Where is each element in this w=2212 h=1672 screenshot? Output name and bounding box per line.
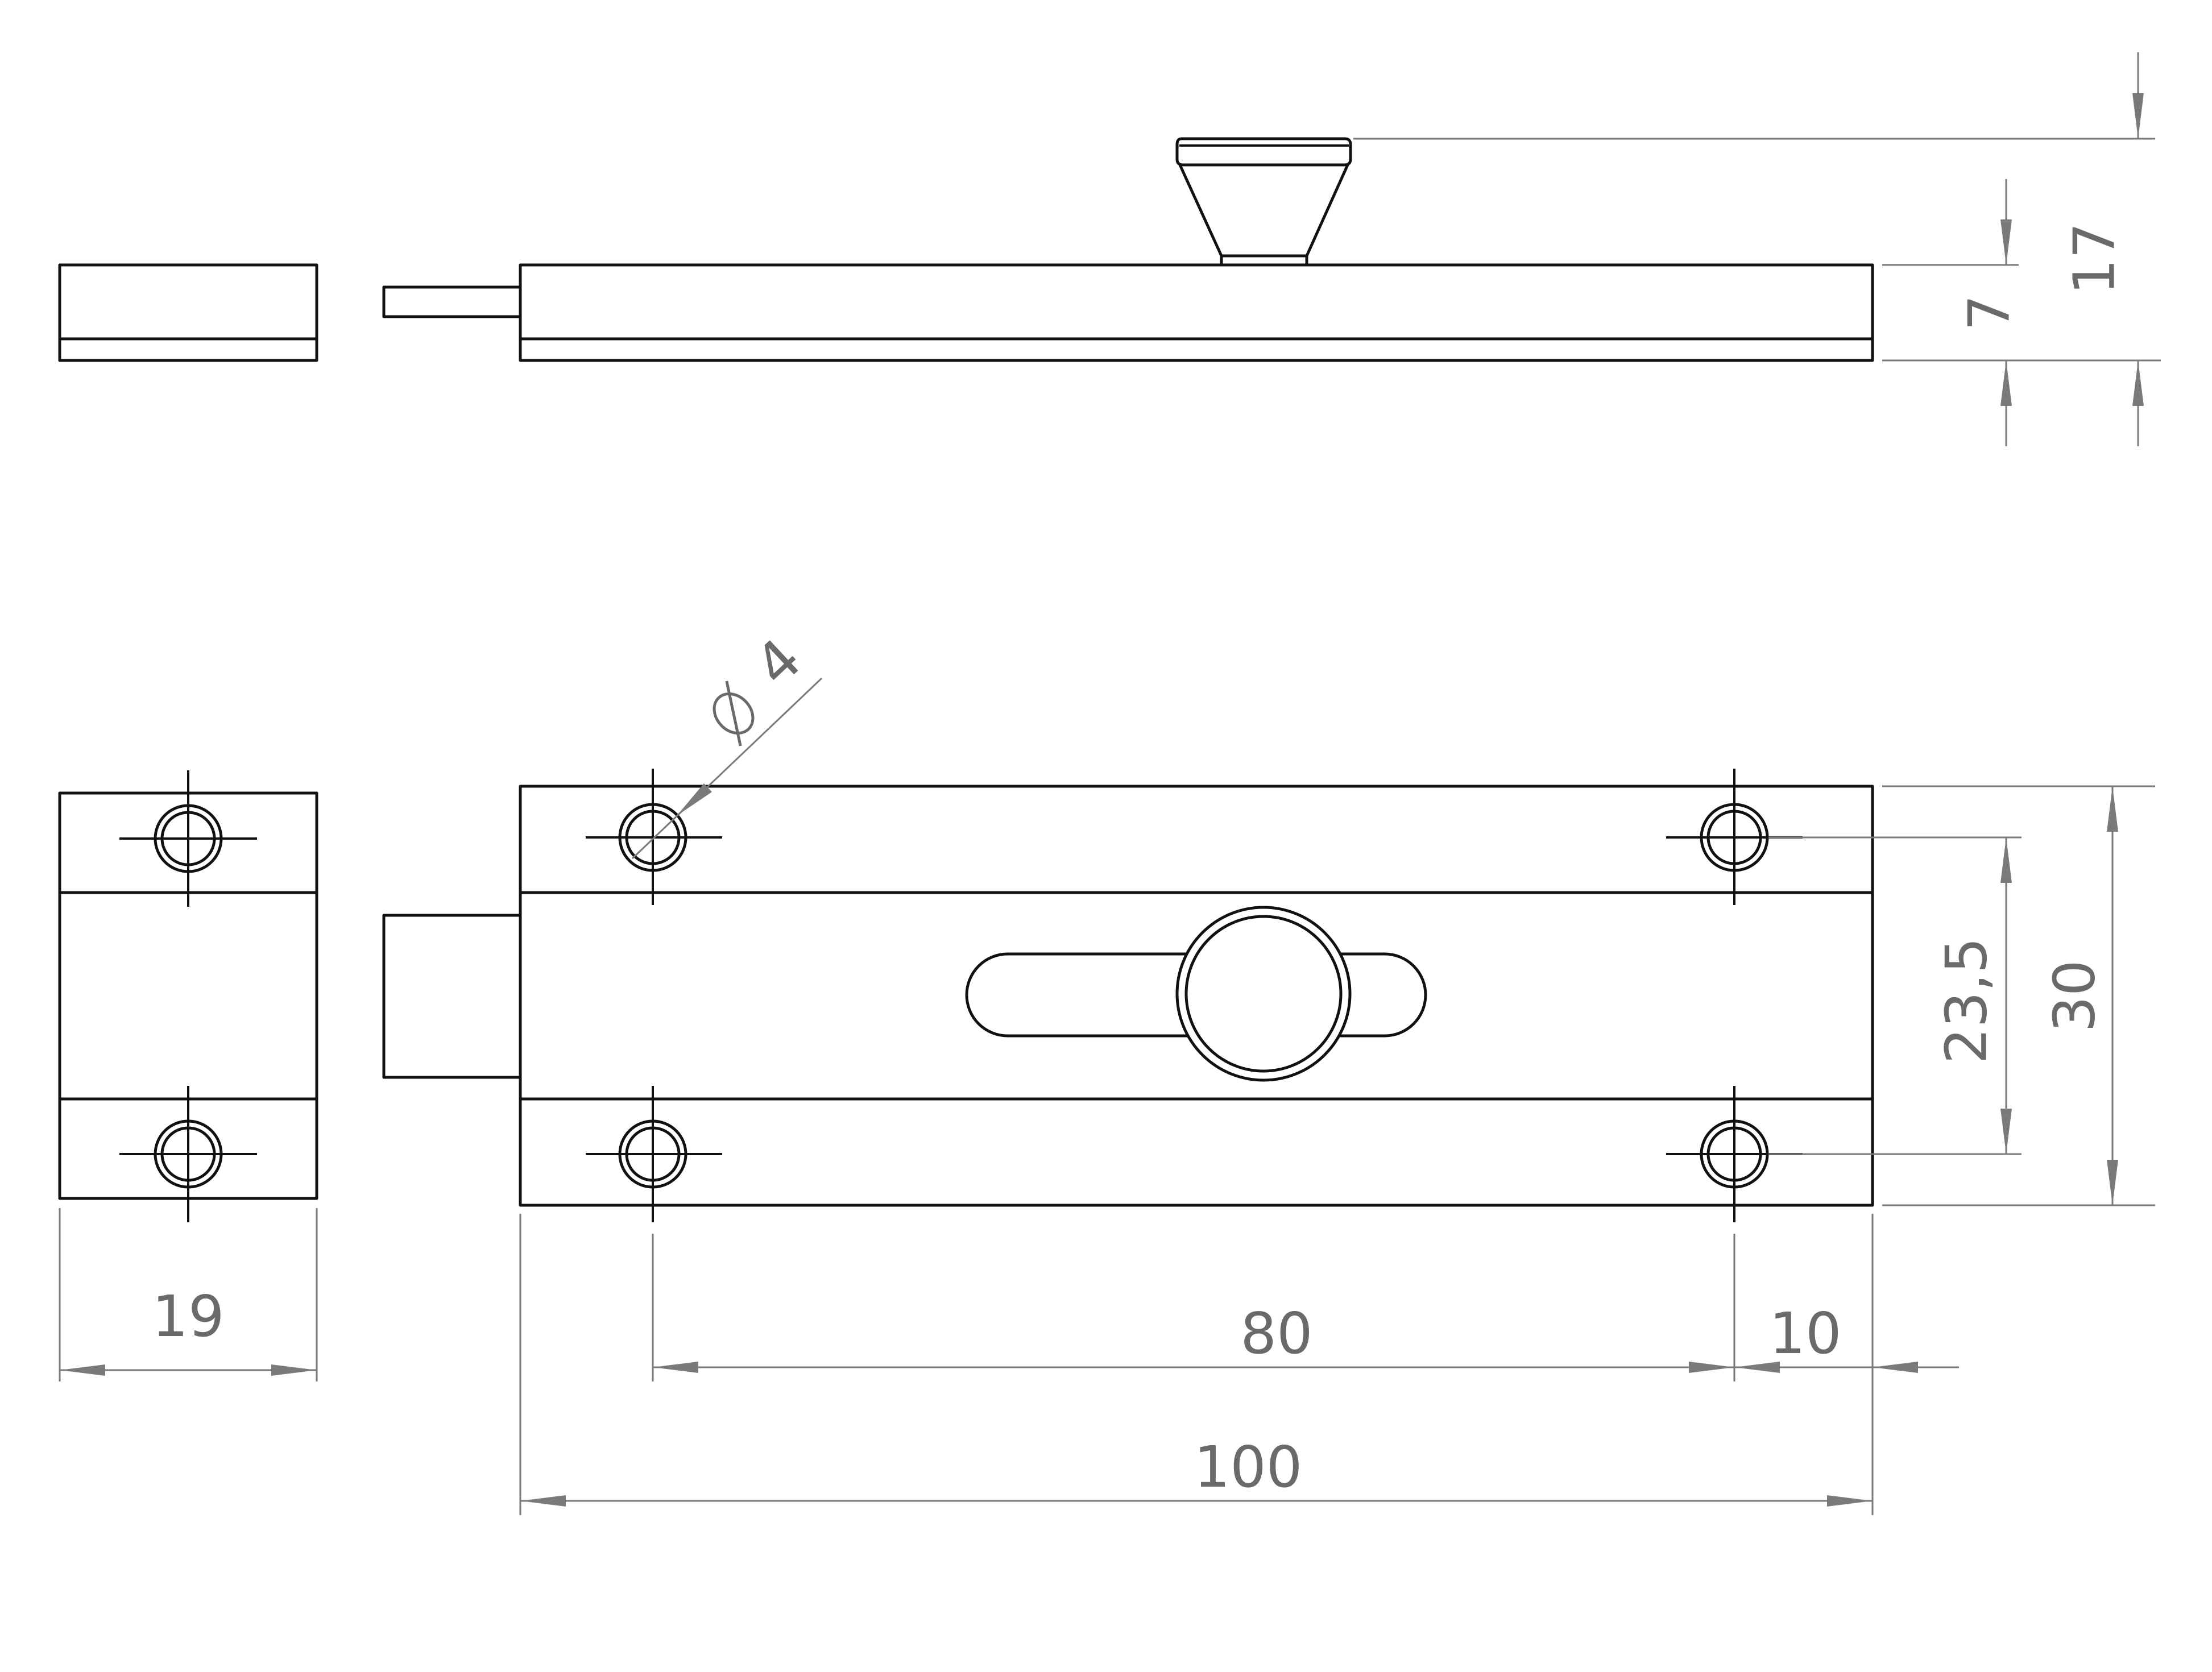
- dimension-hole-diameter: 4: [631, 626, 823, 860]
- dimension-plate-height: 30: [1882, 785, 2155, 1206]
- dimension-hole-spacing-horizontal: 80: [652, 1234, 1735, 1381]
- bolt-front-view: [382, 769, 1874, 1222]
- keeper-front-view: [58, 770, 318, 1222]
- dimension-keeper-width: 19: [59, 1208, 318, 1381]
- keeper-hole-bottom: [119, 1086, 257, 1222]
- dimension-total-height: 17: [1353, 52, 2155, 446]
- dimension-label-80: 80: [1240, 1300, 1312, 1367]
- dimension-label-100: 100: [1194, 1434, 1303, 1500]
- dimension-label-17: 17: [2061, 222, 2127, 294]
- dimension-label-diameter-4: 4: [742, 626, 814, 699]
- dimension-label-7: 7: [1956, 294, 2022, 331]
- dimension-overall-length: 100: [519, 1214, 1873, 1515]
- keeper-hole-top: [119, 770, 257, 907]
- dimension-hole-spacing-vertical: 23,5: [1768, 836, 2022, 1155]
- dimension-label-10: 10: [1769, 1300, 1841, 1367]
- dimension-label-19: 19: [152, 1283, 224, 1350]
- knob-profile: [1175, 137, 1352, 167]
- diameter-symbol-icon: [713, 681, 755, 746]
- bolt-knob: [1175, 906, 1352, 1082]
- dimension-label-30: 30: [2041, 960, 2107, 1032]
- dimension-body-height: 7: [1882, 179, 2161, 446]
- keeper-side-view: [58, 263, 318, 362]
- dimension-edge-offset: 10: [1734, 1214, 1959, 1515]
- bolt-side-view: [382, 137, 1874, 362]
- plate-hole-bottom-left: [586, 1086, 722, 1222]
- dimension-label-23-5: 23,5: [1933, 937, 1999, 1064]
- plate-hole-top-left: [586, 769, 722, 905]
- bolt-slot: [965, 952, 1427, 1038]
